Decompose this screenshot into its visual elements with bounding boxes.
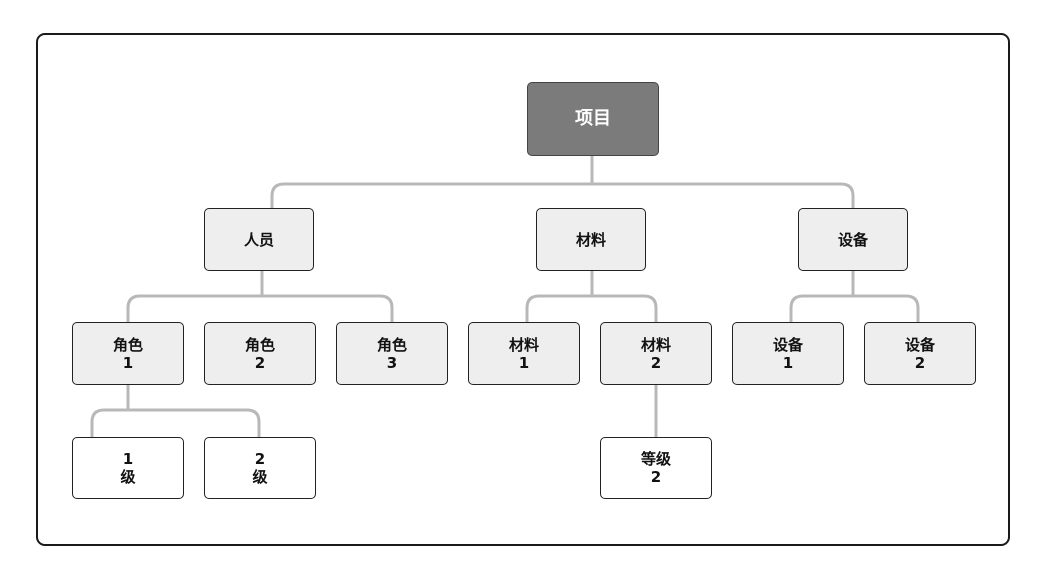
node-level-1[interactable]: 1 级 bbox=[72, 437, 184, 499]
node-role-2[interactable]: 角色 2 bbox=[204, 322, 316, 385]
connector-equipment-children bbox=[789, 269, 920, 324]
diagram-frame bbox=[36, 33, 1010, 546]
node-label-line1: 角色 bbox=[244, 335, 275, 354]
node-label-line1: 设备 bbox=[772, 335, 803, 354]
node-label: 人员 bbox=[243, 230, 274, 249]
node-label-line2: 1 bbox=[782, 353, 794, 372]
node-label-line2: 级 bbox=[120, 468, 136, 486]
node-role-3[interactable]: 角色 3 bbox=[336, 322, 448, 385]
node-material-1[interactable]: 材料 1 bbox=[468, 322, 580, 385]
node-label-line1: 角色 bbox=[376, 335, 407, 354]
node-label: 设备 bbox=[837, 230, 868, 249]
connector-role1-levels bbox=[90, 383, 261, 439]
node-label-line2: 2 bbox=[914, 353, 926, 372]
node-root-project[interactable]: 项目 bbox=[527, 82, 659, 156]
node-label-line1: 2 bbox=[254, 450, 266, 468]
node-label-line2: 1 bbox=[122, 353, 134, 372]
node-label: 项目 bbox=[575, 108, 611, 129]
node-label-line1: 角色 bbox=[112, 335, 143, 354]
node-label-line2: 3 bbox=[386, 353, 398, 372]
connector-personnel-roles bbox=[126, 269, 394, 324]
node-material-2[interactable]: 材料 2 bbox=[600, 322, 712, 385]
node-label-line2: 2 bbox=[650, 468, 662, 486]
node-label-line2: 2 bbox=[254, 353, 266, 372]
node-level-2[interactable]: 2 级 bbox=[204, 437, 316, 499]
node-role-1[interactable]: 角色 1 bbox=[72, 322, 184, 385]
node-category-equipment[interactable]: 设备 bbox=[798, 208, 908, 271]
node-label-line1: 1 bbox=[122, 450, 134, 468]
node-equipment-1[interactable]: 设备 1 bbox=[732, 322, 844, 385]
node-label: 材料 bbox=[575, 230, 606, 249]
connector-root-categories bbox=[270, 154, 855, 210]
node-category-material[interactable]: 材料 bbox=[536, 208, 646, 271]
node-label-line1: 材料 bbox=[640, 335, 671, 354]
node-label-line2: 级 bbox=[252, 468, 268, 486]
node-label-line2: 1 bbox=[518, 353, 530, 372]
node-label-line1: 设备 bbox=[904, 335, 935, 354]
node-label-line2: 2 bbox=[650, 353, 662, 372]
node-label-line1: 材料 bbox=[508, 335, 539, 354]
connector-material-children bbox=[525, 269, 658, 324]
node-label-line1: 等级 bbox=[640, 450, 671, 468]
node-grade-2[interactable]: 等级 2 bbox=[600, 437, 712, 499]
node-category-personnel[interactable]: 人员 bbox=[204, 208, 314, 271]
node-equipment-2[interactable]: 设备 2 bbox=[864, 322, 976, 385]
